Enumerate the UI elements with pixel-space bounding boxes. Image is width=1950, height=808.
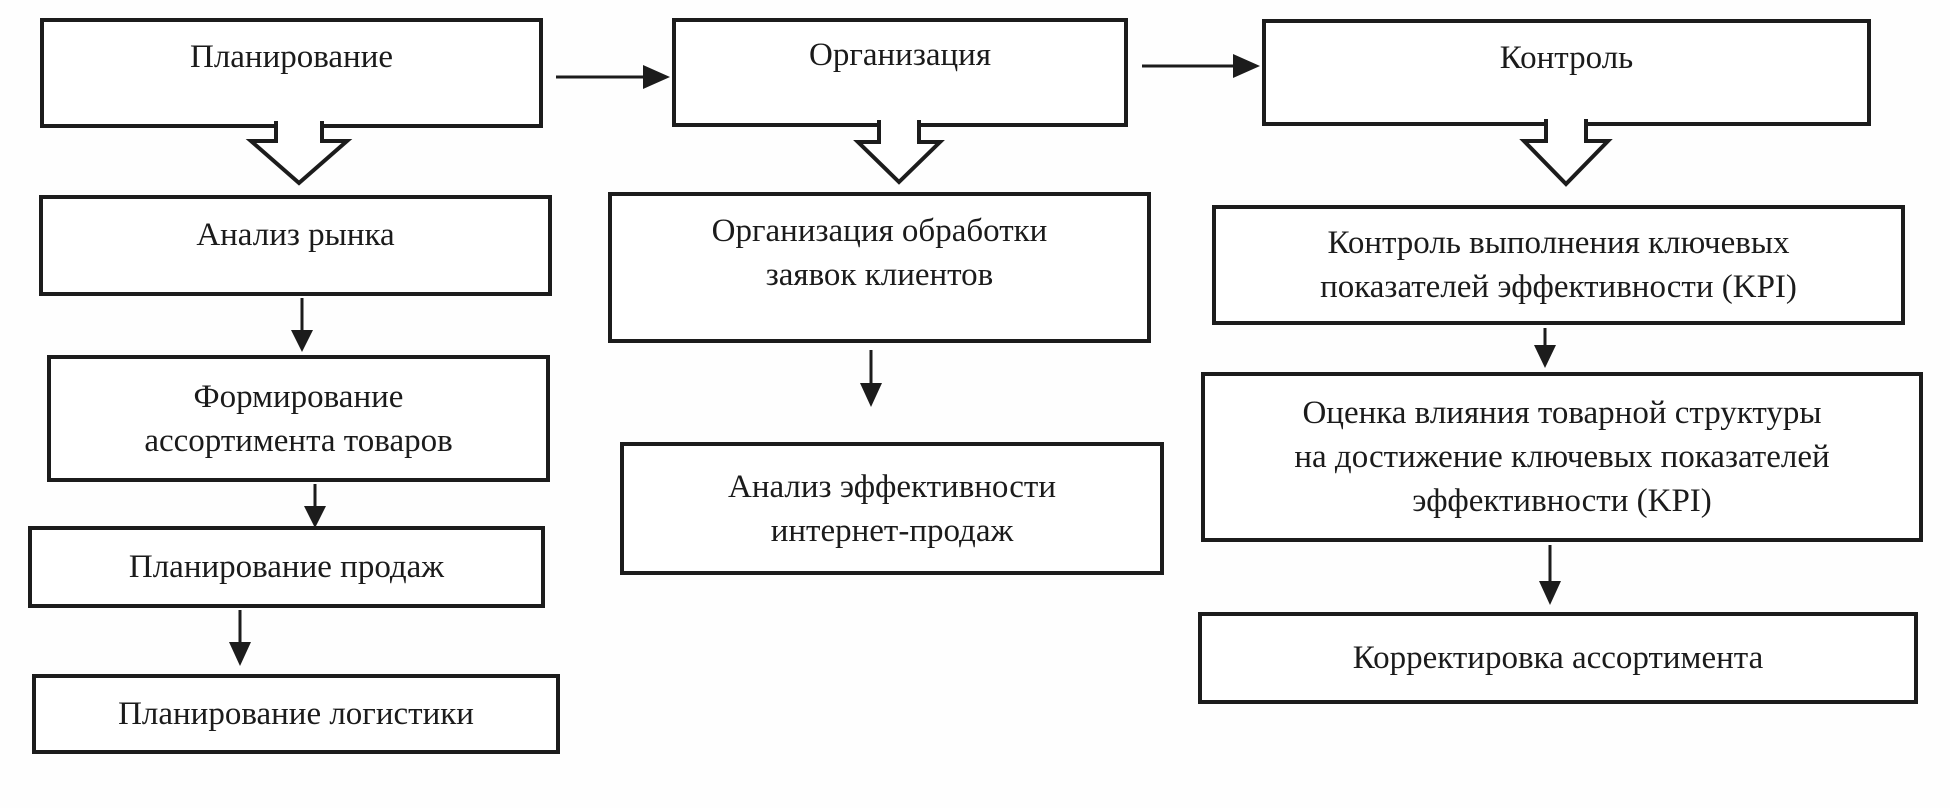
arrow-right-organizatsiya-kontrol xyxy=(1142,54,1260,78)
node-label: Контроль xyxy=(1499,39,1634,76)
node-label: Корректировка ассортимента xyxy=(1352,640,1764,676)
arrow-down-formirovanie-prodazhi xyxy=(304,484,326,528)
node-label-line: Формирование xyxy=(193,378,404,415)
node-formirovanie-assortimenta: Формирование ассортимента товаров xyxy=(47,355,550,482)
node-label-line: Организация обработки xyxy=(711,212,1048,249)
block-arrow-down-kontrol xyxy=(1519,119,1613,187)
block-arrow-down-organizatsiya xyxy=(853,120,945,185)
node-label-line: заявок клиентов xyxy=(765,256,994,293)
node-label: Анализ рынка xyxy=(196,216,395,253)
node-kontrol-header: Контроль xyxy=(1262,19,1871,126)
node-kontrol-kpi: Контроль выполнения ключевых показателей… xyxy=(1212,205,1905,325)
node-analiz-effektivnosti: Анализ эффективности интернет-продаж xyxy=(620,442,1164,575)
node-label-line: интернет-продаж xyxy=(770,512,1014,549)
arrow-down-otsenka-korrektirovka xyxy=(1539,545,1561,605)
node-label: Планирование xyxy=(189,39,394,75)
node-label-line: на достижение ключевых показателей xyxy=(1294,439,1830,475)
node-label-line: Контроль выполнения ключевых xyxy=(1327,225,1790,261)
node-otsenka-vliyaniya: Оценка влияния товарной структуры на дос… xyxy=(1201,372,1923,542)
node-label-line: эффективности (KPI) xyxy=(1412,483,1712,519)
node-label-line: показателей эффективности (KPI) xyxy=(1320,269,1797,305)
node-analiz-rynka: Анализ рынка xyxy=(39,195,552,296)
node-planirovanie-header: Планирование xyxy=(40,18,543,128)
arrow-down-zayavki-analiz xyxy=(860,350,882,407)
node-organizatsiya-header: Организация xyxy=(672,18,1128,127)
arrow-down-kpi-otsenka xyxy=(1534,328,1556,368)
node-planirovanie-prodazh: Планирование продаж xyxy=(28,526,545,608)
node-label-line: Оценка влияния товарной структуры xyxy=(1302,395,1822,431)
node-label: Организация xyxy=(808,36,991,73)
block-arrow-down-planirovanie xyxy=(245,121,353,186)
node-label: Планирование продаж xyxy=(128,549,445,585)
node-label-line: ассортимента товаров xyxy=(144,422,453,459)
arrow-down-prodazhi-logistika xyxy=(229,610,251,666)
arrow-right-planirovanie-organizatsiya xyxy=(556,65,670,89)
node-korrektirovka-assortimenta: Корректировка ассортимента xyxy=(1198,612,1918,704)
node-planirovanie-logistiki: Планирование логистики xyxy=(32,674,560,754)
arrow-down-analiz-formirovanie xyxy=(291,298,313,352)
node-label: Планирование логистики xyxy=(118,696,474,732)
node-obrabotka-zayavok: Организация обработки заявок клиентов xyxy=(608,192,1151,343)
node-label-line: Анализ эффективности xyxy=(727,468,1056,505)
